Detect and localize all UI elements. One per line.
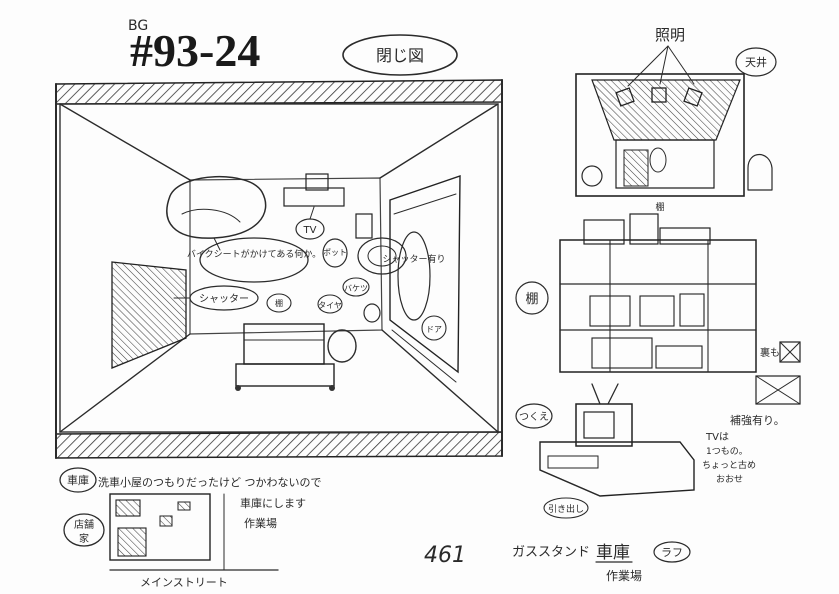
lights-label: 照明 [655, 26, 685, 44]
floor-beam-hatch [55, 431, 503, 459]
tire [327, 329, 357, 363]
plan-lot [109, 493, 211, 561]
work-label: 作業場 [606, 569, 642, 583]
tv-stand [539, 441, 695, 497]
shutter-open-note: シャッター有り [382, 253, 445, 265]
closed-label-bubble [342, 34, 458, 76]
left-shutter [111, 261, 187, 369]
tv-note-2: 1つもの。 [706, 446, 748, 457]
hose-coil [357, 237, 407, 275]
plan-garage-block [115, 499, 141, 517]
ceiling-label: 天井 [745, 55, 767, 69]
wall-poster [355, 213, 373, 239]
closed-label: 閉じ図 [376, 46, 424, 65]
bucket-label: バケツ [344, 284, 368, 293]
gas-stand-label: ガススタンド [512, 545, 590, 560]
main-room-sketch: バイクシートがかけてある何か。 TV ポット シャッター有り シャッター 棚 タ… [55, 79, 503, 459]
workbench [243, 323, 325, 365]
tv-shelf [283, 187, 345, 207]
plan-store-block [117, 527, 147, 557]
store-label-2: 家 [79, 532, 89, 545]
shelf-label: 棚 [525, 292, 538, 307]
tv-note-3: ちょっと古め [702, 459, 756, 471]
tarp-note: バイクシートがかけてある何か。 [187, 248, 321, 260]
shelf-frame [559, 239, 757, 373]
tarp-blob [166, 176, 267, 239]
shelf-view-sketch: 棚 裏も 補強有り。 [515, 213, 801, 427]
garage-label: 車庫 [67, 473, 89, 487]
back-note: 裏も [760, 346, 780, 359]
tv-set [305, 173, 329, 191]
garage-footer-label: 車庫 [596, 543, 630, 563]
main-street-label: メインストリート [140, 576, 228, 589]
page-number: 461 [424, 543, 466, 568]
ceiling-shelf-tag: 棚 [655, 201, 664, 213]
door-note: ドア [426, 325, 442, 334]
bg-prefix: BG [128, 18, 148, 34]
ceiling-beam-hatch [55, 79, 503, 105]
stand-label: つくえ [519, 411, 549, 423]
tv-note-4: おおせ [716, 474, 743, 485]
reinforce-note: 補強有り。 [730, 413, 785, 427]
cut-number: #93-24 [130, 25, 260, 76]
shutter-left-label: シャッター [199, 293, 249, 305]
right-shutter [389, 175, 461, 374]
plan-note: 洗車小屋のつもりだったけど つかわないので [98, 475, 322, 489]
main-shelf-tag: 棚 [275, 298, 283, 308]
footer: 461 ガススタンド 車庫 作業場 ラフ [424, 541, 691, 583]
store-label: 店舗 [74, 518, 94, 531]
tv-label: TV [303, 225, 317, 236]
ceiling-room-frame [575, 73, 745, 197]
ceiling-view-sketch: 照明 天井 棚 [575, 26, 777, 213]
tv-box [575, 403, 633, 447]
layout-tag: ラフ [661, 546, 683, 559]
kettle-label: ポット [323, 248, 347, 257]
tv-view-sketch: つくえ 引き出し TVは 1つもの。 ちょっと古め おおせ [515, 383, 756, 519]
drawer-label: 引き出し [548, 503, 584, 515]
floor-plan-sketch: 車庫 洗車小屋のつもりだったけど つかわないので 車庫にします 作業場 店舗 家… [59, 467, 322, 589]
plan-note-3: 作業場 [244, 517, 277, 530]
tire-label: タイヤ [318, 301, 342, 310]
tv-note-1: TVは [705, 431, 729, 443]
plan-note-2: 車庫にします [240, 496, 306, 510]
